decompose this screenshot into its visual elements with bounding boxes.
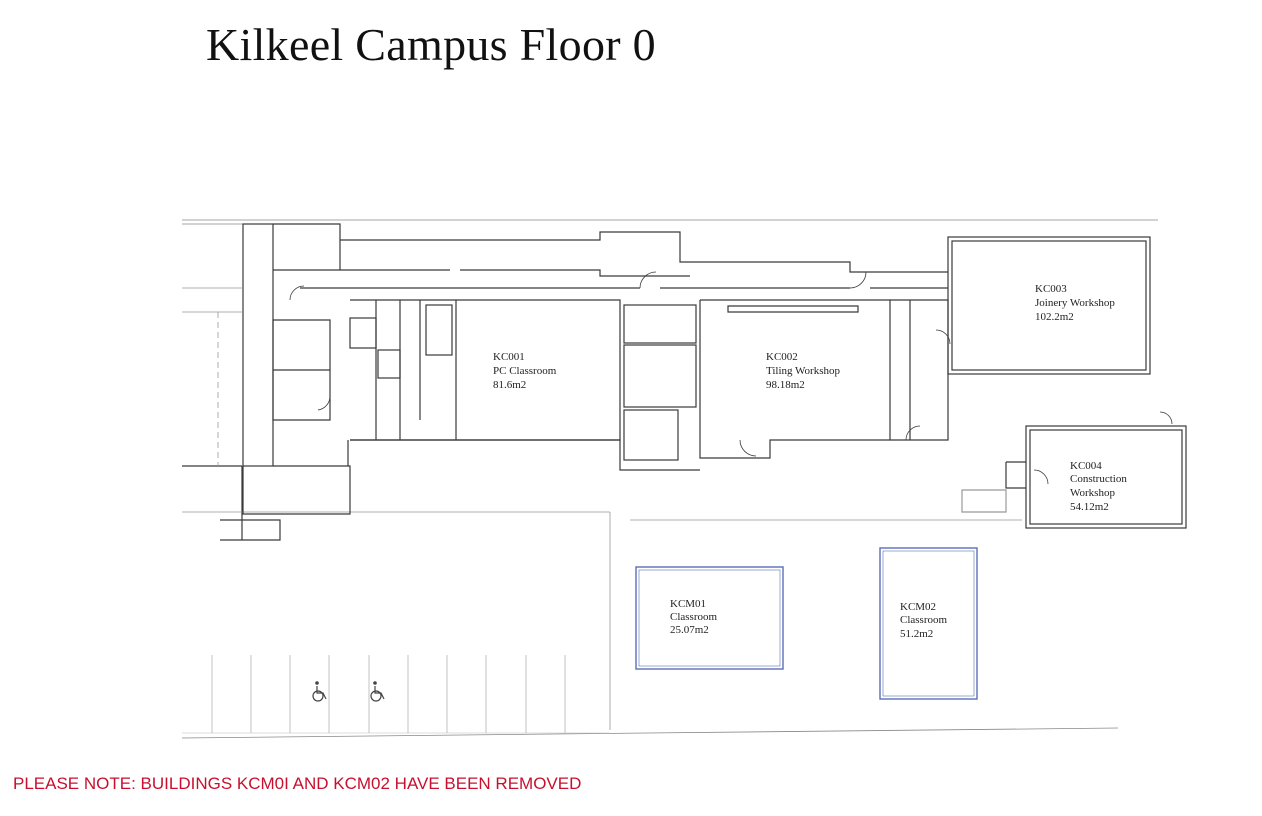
room-KC001: KC001 PC Classroom 81.6m2 <box>493 351 557 391</box>
room-name: Tiling Workshop <box>766 365 840 377</box>
room-area: 81.6m2 <box>493 379 526 391</box>
modular-outlines <box>635 547 978 700</box>
room-name: Construction <box>1070 473 1127 485</box>
room-name-line2: Workshop <box>1070 487 1115 499</box>
room-KC002: KC002 Tiling Workshop 98.18m2 <box>766 351 840 391</box>
room-code: KC003 <box>1035 283 1067 295</box>
room-area: 102.2m2 <box>1035 311 1074 323</box>
room-code: KCM01 <box>670 598 706 610</box>
room-area: 98.18m2 <box>766 379 805 391</box>
room-KCM02: KCM02 Classroom 51.2m2 <box>900 601 948 640</box>
room-code: KCM02 <box>900 601 936 613</box>
plan-walls <box>181 219 1187 739</box>
room-name: PC Classroom <box>493 365 557 377</box>
room-area: 51.2m2 <box>900 628 933 640</box>
page-title: Kilkeel Campus Floor 0 <box>206 19 656 70</box>
room-KCM01: KCM01 Classroom 25.07m2 <box>670 598 718 636</box>
room-name: Classroom <box>900 614 948 626</box>
wheelchair-icon <box>312 681 327 702</box>
room-KC004: KC004 Construction Workshop 54.12m2 <box>1070 460 1127 513</box>
removal-notice: PLEASE NOTE: BUILDINGS KCM0I AND KCM02 H… <box>13 774 582 793</box>
room-code: KC002 <box>766 351 798 363</box>
wheelchair-icon <box>370 681 385 702</box>
room-area: 54.12m2 <box>1070 501 1109 513</box>
room-name: Classroom <box>670 611 718 623</box>
room-code: KC004 <box>1070 460 1102 472</box>
room-name: Joinery Workshop <box>1035 297 1115 309</box>
room-area: 25.07m2 <box>670 624 709 636</box>
room-code: KC001 <box>493 351 525 363</box>
room-KC003: KC003 Joinery Workshop 102.2m2 <box>1035 283 1115 323</box>
